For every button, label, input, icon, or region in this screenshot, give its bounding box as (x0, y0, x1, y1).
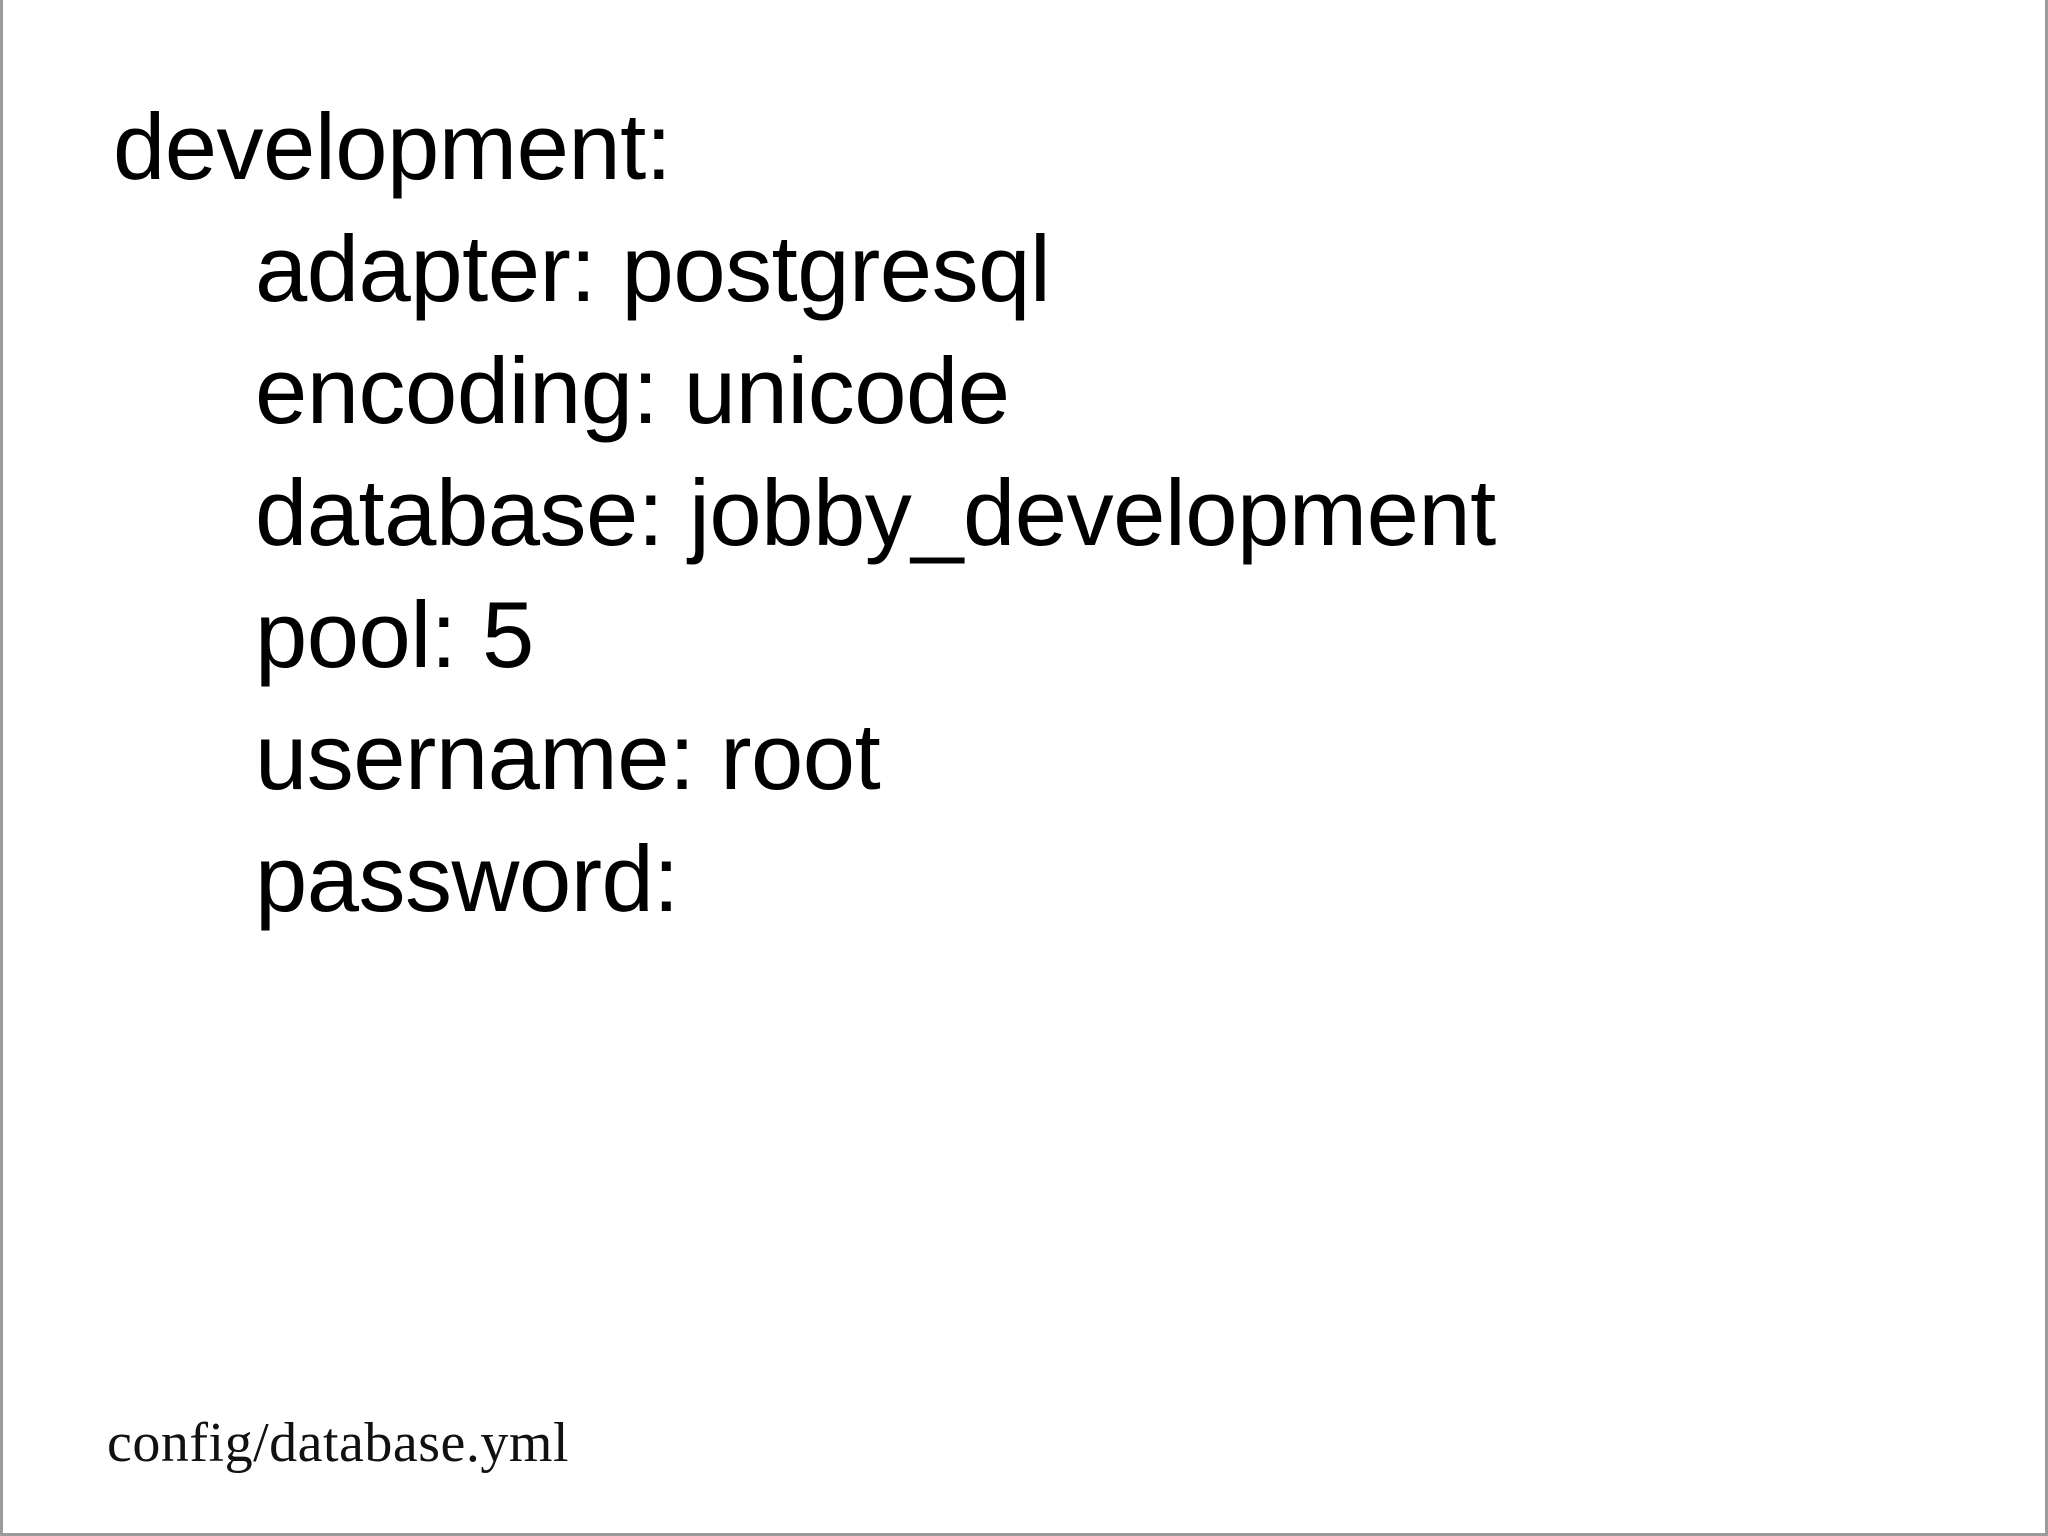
code-block: development: adapter: postgresql encodin… (113, 86, 1913, 940)
code-line-password: password: (255, 826, 679, 931)
code-line-pool: pool: 5 (255, 582, 534, 687)
code-line-database: database: jobby_development (255, 460, 1496, 565)
code-line-development: development: (113, 94, 672, 199)
code-line-encoding: encoding: unicode (255, 338, 1010, 443)
code-line-adapter: adapter: postgresql (255, 216, 1051, 321)
code-line-username: username: root (255, 704, 881, 809)
file-path-caption: config/database.yml (107, 1412, 570, 1474)
